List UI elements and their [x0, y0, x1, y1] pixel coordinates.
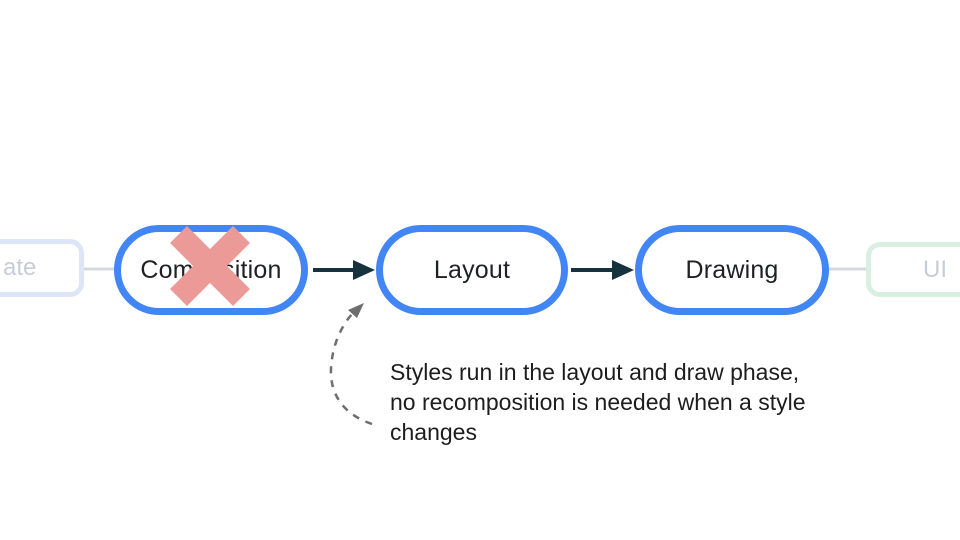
- node-ui: UI: [866, 242, 960, 297]
- node-state-partial: ate: [0, 239, 84, 297]
- node-ui-label: UI: [923, 255, 947, 283]
- annotation-line-2: no recomposition is needed when a style: [390, 389, 806, 415]
- right-arrow-icon: [313, 260, 375, 280]
- node-drawing-label: Drawing: [685, 255, 779, 284]
- right-arrow-icon: [571, 260, 634, 280]
- right-arrow-head: [612, 260, 634, 280]
- dashed-curved-arrow-icon: [329, 303, 373, 426]
- node-layout-label: Layout: [433, 255, 511, 284]
- node-composition: Composition: [114, 225, 308, 315]
- annotation-line-1: Styles run in the layout and draw phase,: [390, 359, 800, 385]
- annotation-note: Styles run in the layout and draw phase,…: [390, 357, 860, 447]
- right-arrow-head: [353, 260, 375, 280]
- node-composition-label: Composition: [140, 255, 282, 284]
- dashed-arrow-head: [348, 303, 364, 318]
- annotation-line-3: changes: [390, 419, 477, 445]
- dashed-arrow-curve: [329, 309, 373, 426]
- node-layout: Layout: [376, 225, 568, 315]
- node-state-label: ate: [3, 254, 37, 281]
- node-drawing: Drawing: [635, 225, 829, 315]
